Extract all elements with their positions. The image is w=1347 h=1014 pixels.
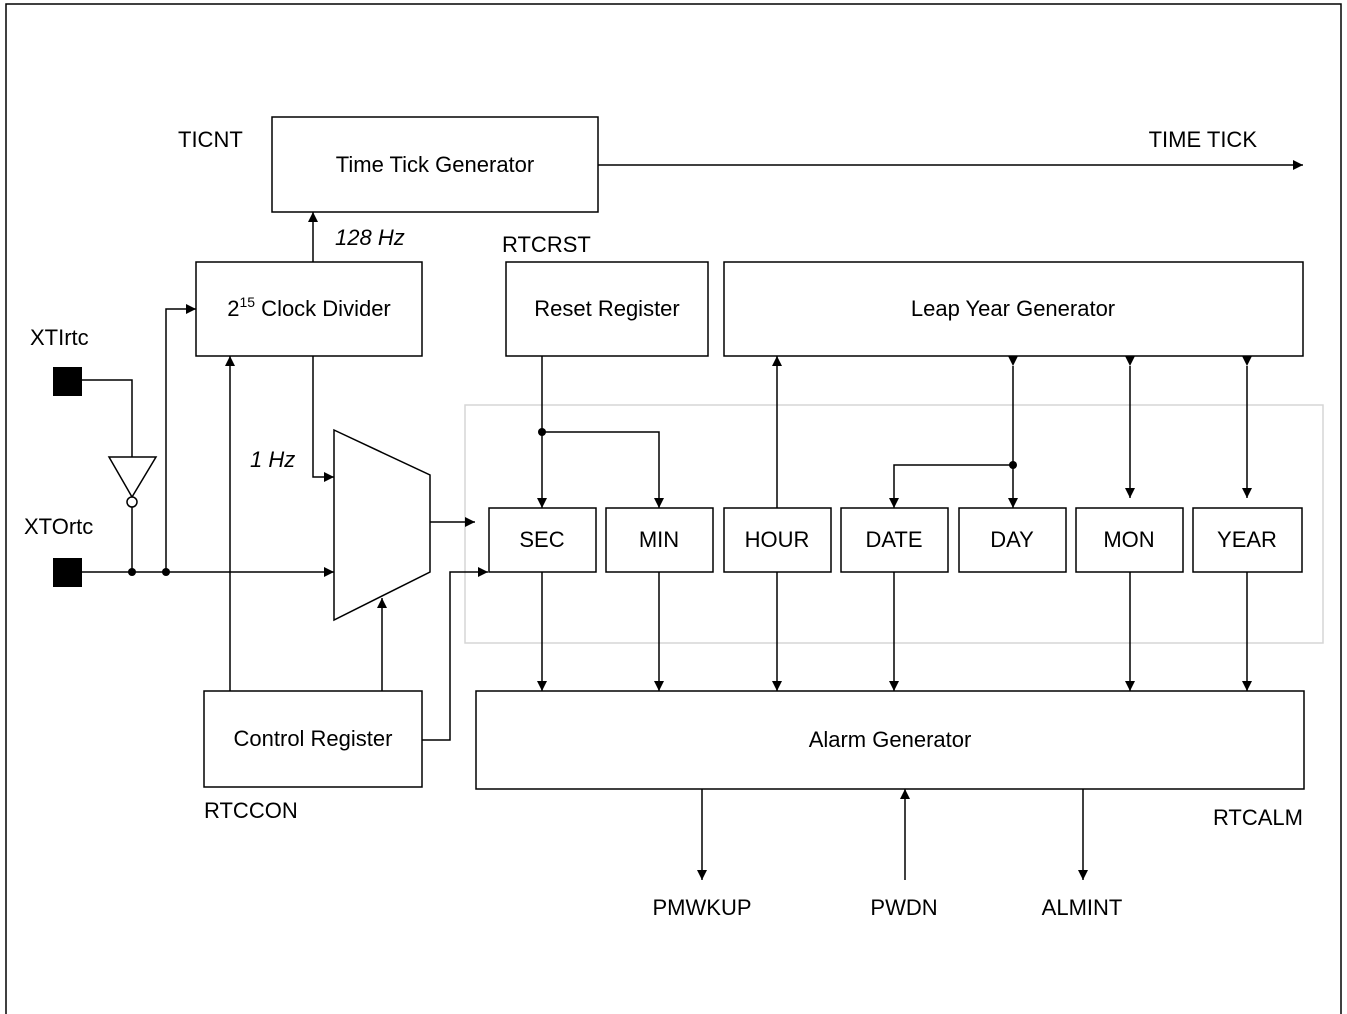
- ticnt-label: TICNT: [178, 127, 243, 152]
- counter-date-label: DATE: [865, 527, 922, 552]
- counter-year-label: YEAR: [1217, 527, 1277, 552]
- freq-1hz-label: 1 Hz: [250, 447, 295, 472]
- counter-min-label: MIN: [639, 527, 679, 552]
- junction-dot: [128, 568, 136, 576]
- counter-year: YEAR: [1192, 507, 1303, 573]
- counter-sec-label: SEC: [519, 527, 564, 552]
- xtortc-label: XTOrtc: [24, 514, 93, 539]
- time-tick-generator-block: Time Tick Generator: [271, 116, 599, 213]
- counter-date: DATE: [840, 507, 949, 573]
- leap-year-generator-block: Leap Year Generator: [723, 261, 1304, 357]
- counter-min: MIN: [605, 507, 714, 573]
- outer-frame: [5, 3, 1342, 1014]
- xtortc-pin: [53, 558, 82, 587]
- clock-to-divider-wire: [165, 304, 196, 572]
- almint-label: ALMINT: [1042, 895, 1123, 920]
- divider-1hz-to-mux-wire: [312, 356, 334, 482]
- mux-symbol: [333, 428, 431, 622]
- xtirtc-wire: [82, 379, 133, 457]
- counter-day: DAY: [958, 507, 1067, 573]
- counter-mon-label: MON: [1103, 527, 1154, 552]
- inverter-symbol: [107, 456, 158, 499]
- time-tick-output-label: TIME TICK: [1149, 127, 1258, 152]
- counter-day-label: DAY: [990, 527, 1034, 552]
- counter-sec: SEC: [488, 507, 597, 573]
- control-register-label: Control Register: [234, 726, 393, 751]
- leap-year-generator-label: Leap Year Generator: [911, 296, 1115, 321]
- reset-register-label: Reset Register: [534, 296, 680, 321]
- freq-128hz-label: 128 Hz: [335, 225, 405, 250]
- clock-divider-block: 215 Clock Divider: [195, 261, 423, 357]
- control-to-counters-wire: [422, 567, 488, 741]
- alarm-generator-label: Alarm Generator: [809, 727, 972, 752]
- reset-to-min-wire: [542, 431, 664, 508]
- clock-divider-label: 215 Clock Divider: [227, 294, 391, 321]
- xtirtc-pin: [53, 367, 82, 396]
- counter-hour-label: HOUR: [745, 527, 810, 552]
- clock-divider-name: Clock Divider: [255, 296, 391, 321]
- xtirtc-label: XTIrtc: [30, 325, 89, 350]
- rtccon-label: RTCCON: [204, 798, 298, 823]
- reset-register-block: Reset Register: [505, 261, 709, 357]
- leap-to-date-wire: [889, 464, 1013, 508]
- clock-divider-base: 2: [227, 296, 239, 321]
- rtcalm-label: RTCALM: [1213, 805, 1303, 830]
- counter-hour: HOUR: [723, 507, 832, 573]
- pmwkup-label: PMWKUP: [653, 895, 752, 920]
- counter-mon: MON: [1075, 507, 1184, 573]
- control-register-block: Control Register: [203, 690, 423, 788]
- clock-divider-exponent: 15: [239, 294, 255, 310]
- rtcrst-label: RTCRST: [502, 232, 591, 257]
- time-tick-generator-label: Time Tick Generator: [336, 152, 534, 177]
- inverter-bubble: [126, 496, 138, 508]
- alarm-generator-block: Alarm Generator: [475, 690, 1305, 790]
- pwdn-label: PWDN: [870, 895, 937, 920]
